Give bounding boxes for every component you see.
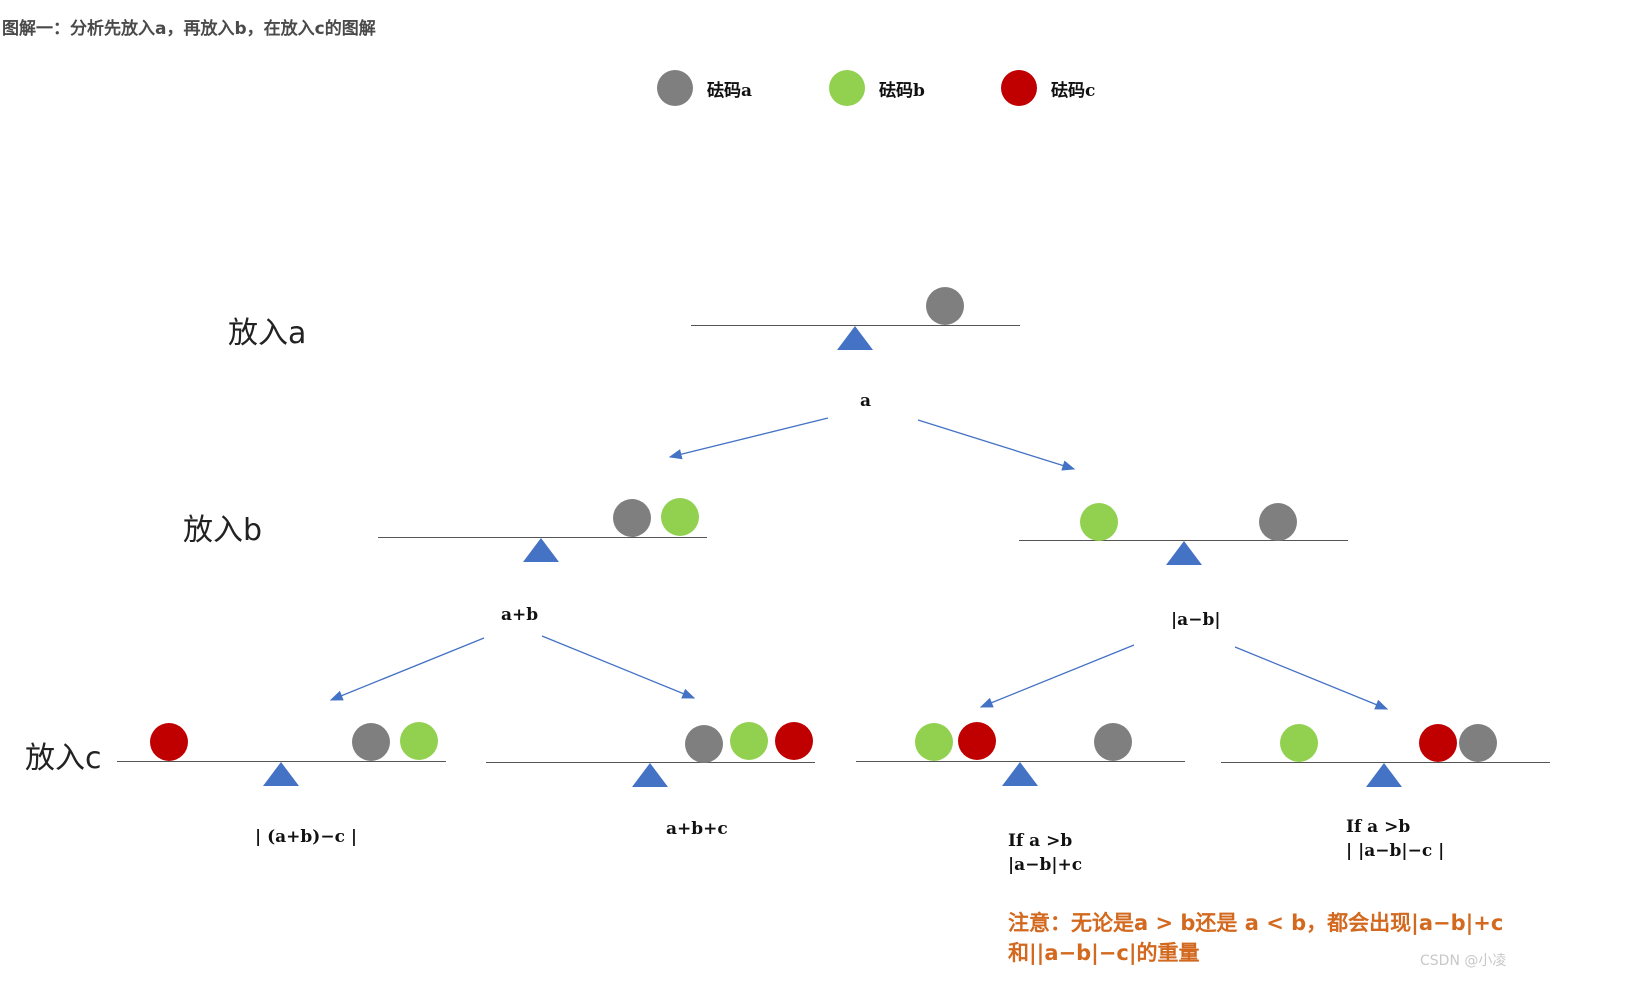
legend-dot-b — [829, 70, 865, 106]
beam-level1 — [691, 325, 1020, 326]
weight-b — [730, 722, 768, 760]
row-label-a: 放入a — [228, 316, 307, 351]
weight-c — [775, 722, 813, 760]
beam-level3-2 — [486, 762, 815, 763]
row-label-b: 放入b — [183, 513, 263, 548]
legend-dot-a — [657, 70, 693, 106]
result-level3-4: If a >b | |a−b|−c | — [1346, 815, 1444, 863]
beam-level2-left — [378, 537, 707, 538]
result-condition: If a >b — [1008, 831, 1073, 851]
result-expression: |a−b|+c — [1008, 855, 1083, 875]
legend-item-a: 砝码a — [657, 70, 752, 106]
diagram-heading: 图解一：分析先放入a，再放入b，在放入c的图解 — [2, 19, 376, 39]
result-a-plus-b: a+b — [501, 605, 539, 625]
weight-b — [1280, 724, 1318, 762]
arrow-ab-to-left — [329, 637, 485, 701]
weight-a — [926, 287, 964, 325]
beam-level3-4 — [1221, 762, 1550, 763]
note-line-2: 和||a−b|−c|的重量 — [1008, 941, 1200, 965]
result-expression: | |a−b|−c | — [1346, 841, 1445, 861]
result-a: a — [860, 391, 872, 411]
fulcrum-level3-4 — [1366, 763, 1402, 787]
weight-a — [1459, 724, 1497, 762]
arrow-amb-to-right — [1234, 646, 1389, 710]
fulcrum-level3-2 — [632, 763, 668, 787]
fulcrum-level2-right — [1166, 541, 1202, 565]
beam-level2-right — [1019, 540, 1348, 541]
weight-a — [685, 725, 723, 763]
fulcrum-level3-3 — [1002, 762, 1038, 786]
weight-a — [1094, 723, 1132, 761]
weight-b — [1080, 503, 1118, 541]
legend-label-a: 砝码a — [707, 80, 753, 101]
arrow-ab-to-right — [541, 635, 696, 699]
result-level3-3: If a >b |a−b|+c — [1008, 829, 1082, 877]
weight-a — [613, 499, 651, 537]
weight-b — [661, 498, 699, 536]
legend-item-b: 砝码b — [829, 70, 925, 106]
weight-a — [352, 723, 390, 761]
note: 注意：无论是a > b还是 a < b，都会出现|a−b|+c 和||a−b|−… — [1008, 908, 1503, 968]
arrow-a-to-left — [668, 417, 829, 460]
arrow-amb-to-left — [979, 644, 1135, 708]
result-a-plus-b-plus-c: a+b+c — [666, 819, 728, 839]
watermark: CSDN @小凌 — [1420, 953, 1507, 969]
weight-b — [400, 722, 438, 760]
beam-level3-3 — [856, 761, 1185, 762]
legend-label-c: 砝码c — [1051, 80, 1096, 101]
row-label-c: 放入c — [25, 741, 102, 776]
beam-level3-1 — [117, 761, 446, 762]
legend-label-b: 砝码b — [879, 80, 925, 101]
fulcrum-level1 — [837, 326, 873, 350]
fulcrum-level2-left — [523, 538, 559, 562]
arrow-a-to-right — [917, 419, 1076, 471]
result-abs-ab-minus-c: | (a+b)−c | — [255, 827, 358, 847]
weight-a — [1259, 503, 1297, 541]
weight-b — [915, 723, 953, 761]
weight-c — [150, 723, 188, 761]
fulcrum-level3-1 — [263, 762, 299, 786]
weight-c — [1419, 724, 1457, 762]
note-line-1: 注意：无论是a > b还是 a < b，都会出现|a−b|+c — [1008, 911, 1504, 935]
result-a-minus-b: |a−b| — [1171, 610, 1221, 630]
result-condition: If a >b — [1346, 817, 1411, 837]
weight-c — [958, 722, 996, 760]
legend-dot-c — [1001, 70, 1037, 106]
legend-item-c: 砝码c — [1001, 70, 1095, 106]
